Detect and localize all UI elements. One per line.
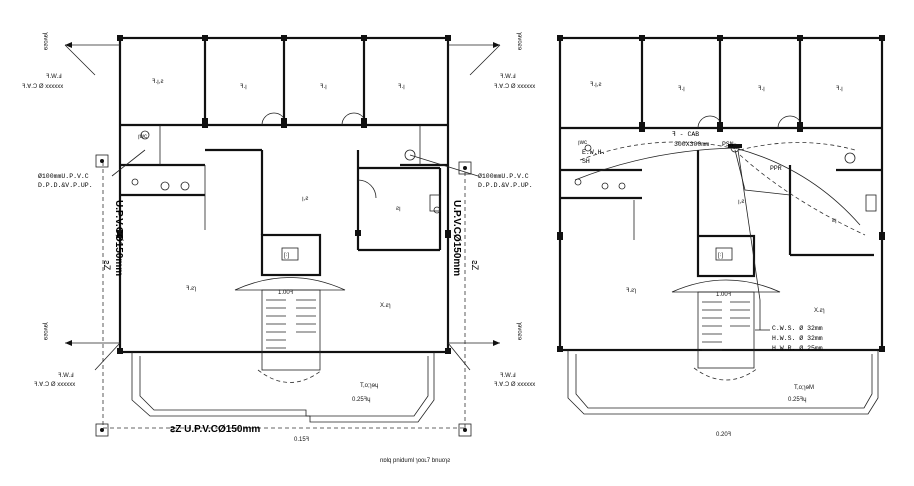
left-room-bed2-label: ꟻ.ꞁ — [240, 83, 247, 90]
tr-side-text: ɿɘvoꙅɘ — [516, 32, 522, 51]
left-plan — [64, 35, 501, 437]
vertical-slope-label: ꙅZ — [470, 260, 480, 271]
right-room-bed1-label: ꟻ.ꞁ,ƨ — [590, 81, 601, 88]
right-room-living-label: X.ƨɿ — [814, 308, 825, 314]
left-room-bed1-label: ꟻ.ꞁ,ƨ — [152, 78, 163, 85]
left-plan-labels: ꟻ.ꞁ,ƨ ꟻ.ꞁ ꟻ.ꞁ ꟻ.ꞁ ꞁ,ƨ ƨꞁ ꟻ.ƨɿ X.ƨɿ ꞁwc [… — [22, 32, 535, 464]
tl-corner-sub: ꟻ.Ɐ.Ɔ Ø xxxxxx — [22, 83, 63, 90]
right-pipe-note-1: Ø100mmU.P.V.C — [478, 172, 529, 180]
bl-corner-label: ꟻ.W.Ⅎ — [58, 372, 74, 379]
left-room-hall-label: ꞁ,ƨ — [302, 196, 308, 202]
psn-label: PSN — [722, 141, 734, 148]
left-room-wc-label: ꞁwc — [138, 134, 147, 140]
left-stair-level-label: 1.00ꟻ — [278, 289, 293, 296]
br-side-text: ɿɘvoꙅɘ — [516, 322, 522, 341]
right-terrace-level: 0.25ꟻɥ — [788, 396, 806, 403]
br-corner-sub: ꟻ.Ɐ.Ɔ Ø xxxxxx — [494, 381, 535, 388]
left-room-store-label: ƨꞁ — [396, 206, 401, 212]
right-room-store-label: ƨꞁ — [832, 218, 837, 224]
hwr-pipe-label: H.W.R. Ø 25mm — [772, 344, 823, 352]
left-room-dining-label: ꟻ.ƨɿ — [186, 285, 196, 292]
left-terrace-level: 0.25ꟻɥ — [352, 396, 370, 403]
left-vertical-slope-label: ꙅZ — [102, 260, 112, 271]
right-stair-level-label: 1.00ꟻ — [716, 291, 731, 298]
cab-label: ꟻ - CAB — [672, 130, 699, 138]
tl-side-text: ɿɘvoꙅɘ — [42, 32, 48, 51]
cab-size-label: 300X300mm — [674, 141, 709, 148]
right-bottom-level: 0.20ꟻ — [716, 431, 731, 438]
br-corner-label: ꟻ.W.Ⅎ — [500, 372, 516, 379]
left-pipe-note-1: Ø100mmU.P.V.C — [38, 172, 89, 180]
right-stair-treads — [702, 301, 750, 351]
left-room-bed4-label: ꟻ.ꞁ — [398, 83, 405, 90]
left-terrace-label: T,o;ɿɘɥ — [360, 383, 378, 389]
right-room-dining-label: ꟻ.ƨɿ — [626, 287, 636, 294]
right-pipe-note-2: D.P.D.&V.P.UP. — [478, 182, 533, 189]
right-lift-label: [꞉] — [718, 253, 723, 259]
right-room-bed2-label: ꟻ.ꞁ — [678, 85, 685, 92]
left-pipe-note-2: D.P.D.&V.P.UP. — [38, 182, 93, 189]
left-room-bed3-label: ꟻ.ꞁ — [320, 83, 327, 90]
tr-corner-label: ꟻ.W.Ⅎ — [500, 73, 516, 80]
cws-pipe-label: C.W.S. Ø 32mm — [772, 324, 823, 332]
right-columns — [557, 35, 885, 352]
horizontal-main-pipe-label: ꙅZ U.P.V.CØ150mm — [170, 424, 260, 435]
left-lift-label: [꞉] — [284, 253, 289, 259]
right-room-wc-label: ꞁwc — [578, 140, 587, 146]
right-room-bed3-label: ꟻ.ꞁ — [758, 85, 765, 92]
right-room-bed4-label: ꟻ.ꞁ — [836, 85, 843, 92]
shower-label: SH — [582, 158, 590, 165]
bl-corner-sub: ꟻ.Ɐ.Ɔ Ø xxxxxx — [34, 381, 75, 388]
right-room-hall-label: ꞁ,ƨ — [738, 199, 744, 205]
left-vertical-main-pipe-label: U.P.V.CØ150mm — [113, 200, 124, 276]
tr-corner-sub: ꟻ.Ɐ.Ɔ Ø xxxxxx — [494, 83, 535, 90]
bl-side-text: ɿɘvoꙅɘ — [42, 322, 48, 341]
left-plan-caption: nɒlq pniduml ɿooʟ7 bnuoɿꙅ — [380, 458, 450, 464]
vertical-main-pipe-label: U.P.V.CØ150mm — [451, 200, 462, 276]
left-columns — [117, 35, 451, 354]
left-room-living-label: X.ƨɿ — [380, 303, 391, 309]
ewh-label: E.W.H. — [582, 149, 605, 156]
tl-corner-label: ꟻ.W.Ⅎ — [46, 73, 62, 80]
left-stair-treads — [266, 299, 316, 349]
right-plan — [557, 35, 885, 415]
hws-pipe-label: H.W.S. Ø 32mm — [772, 334, 823, 342]
left-bottom-level: 0.15ꟻ — [294, 436, 309, 443]
ppr-label: PPR — [770, 165, 782, 172]
right-plan-labels: ꟻ.ꞁ,ƨ ꟻ.ꞁ ꟻ.ꞁ ꟻ.ꞁ ꞁ,ƨ ƨꞁ ꟻ.ƨɿ X.ƨɿ ꞁwc [… — [578, 81, 843, 438]
right-terrace-label: T,o;ɿɘM — [794, 385, 814, 391]
